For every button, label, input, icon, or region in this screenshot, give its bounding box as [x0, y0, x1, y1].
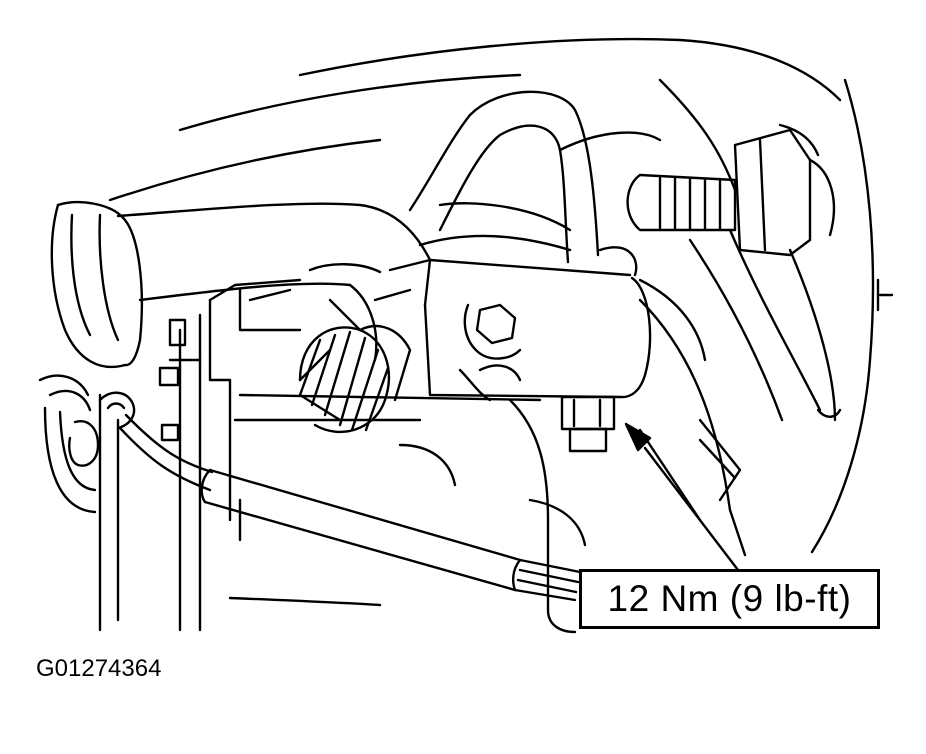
sensor-connector [38, 374, 136, 514]
fuel-hose [50, 201, 432, 369]
torque-callout-box: 12 Nm (9 lb-ft) [579, 569, 880, 629]
wiring-harness [118, 413, 582, 602]
mounting-bracket [98, 278, 302, 632]
rail-hex-fitting [463, 303, 522, 360]
torque-callout-label: 12 Nm (9 lb-ft) [607, 578, 852, 619]
fuel-line-loop [408, 90, 600, 264]
rail-mounting-nut [560, 395, 616, 453]
figure-id-label: G01274364 [36, 655, 162, 682]
pressure-regulator [298, 298, 412, 434]
engine-background-lines [108, 37, 894, 634]
torque-leader-arrow [624, 422, 740, 572]
fuel-rail-body [238, 246, 652, 402]
top-bolt [626, 123, 836, 257]
